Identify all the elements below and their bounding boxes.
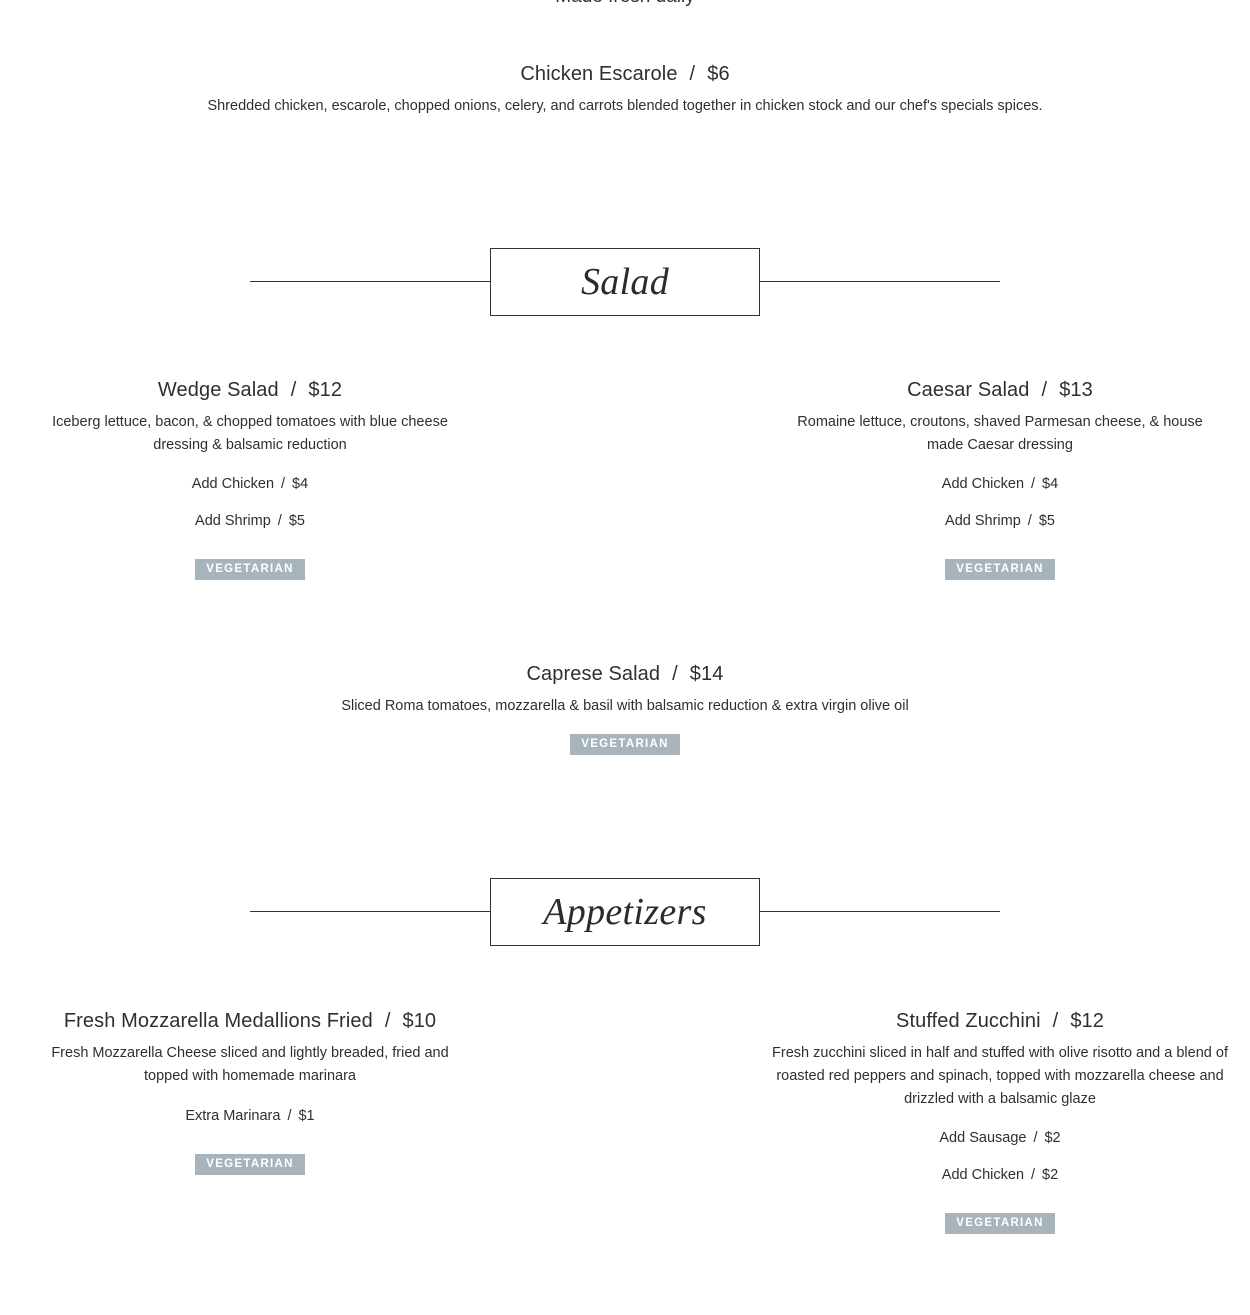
vegetarian-badge: VEGETARIAN <box>195 1154 305 1175</box>
price-separator: / <box>277 513 282 529</box>
price-separator: / <box>1033 1130 1038 1146</box>
header-rule-right <box>760 281 1000 282</box>
addon-name: Add Chicken <box>941 1167 1025 1183</box>
addon-item: Add Sausage / $2 <box>770 1128 1230 1148</box>
item-title: Caesar Salad / $13 <box>780 376 1220 404</box>
item-name: Stuffed Zucchini <box>896 1010 1041 1032</box>
addon-item: Add Chicken / $2 <box>770 1165 1230 1185</box>
item-description: Fresh Mozzarella Cheese sliced and light… <box>51 1045 449 1084</box>
item-description: Shredded chicken, escarole, chopped onio… <box>207 98 1043 114</box>
price-separator: / <box>1041 379 1048 401</box>
section-header-appetizers: Appetizers <box>250 878 1000 946</box>
section-title: Salad <box>580 261 670 303</box>
vegetarian-badge: VEGETARIAN <box>945 1213 1055 1234</box>
addon-price: $2 <box>1042 1167 1059 1183</box>
soup-subtitle: Made fresh daily <box>0 0 1250 8</box>
item-title: Caprese Salad / $14 <box>0 660 1250 688</box>
item-description: Fresh zucchini sliced in half and stuffe… <box>772 1045 1228 1107</box>
addon-price: $2 <box>1044 1130 1061 1146</box>
price-separator: / <box>689 63 696 85</box>
section-title-box: Appetizers <box>490 878 760 946</box>
price-separator: / <box>287 1108 292 1124</box>
item-name: Caprese Salad <box>526 663 661 685</box>
price-separator: / <box>290 379 297 401</box>
price-separator: / <box>672 663 678 685</box>
addon-price: $1 <box>298 1108 315 1124</box>
addon-price: $5 <box>288 513 305 529</box>
menu-item-caesar-salad: Caesar Salad / $13 Romaine lettuce, crouto… <box>780 376 1220 580</box>
addon-name: Add Chicken <box>191 476 275 492</box>
addon-item: Add Shrimp / $5 <box>780 511 1220 531</box>
item-name: Chicken Escarole <box>520 63 678 85</box>
vegetarian-badge: VEGETARIAN <box>945 559 1055 580</box>
item-name: Caesar Salad <box>907 379 1030 401</box>
menu-item-stuffed-zucchini: Stuffed Zucchini / $12 Fresh zucchini slic… <box>770 1007 1230 1234</box>
item-title: Wedge Salad / $12 <box>30 376 470 404</box>
menu-item-mozzarella-medallions: Fresh Mozzarella Medallions Fried / $10 Fr… <box>30 1007 470 1175</box>
item-price: $12 <box>308 379 343 401</box>
addon-name: Add Chicken <box>941 476 1025 492</box>
price-separator: / <box>384 1010 391 1032</box>
item-title: Stuffed Zucchini / $12 <box>770 1007 1230 1035</box>
addon-item: Extra Marinara / $1 <box>30 1106 470 1126</box>
addon-price: $4 <box>1042 476 1059 492</box>
item-description: Sliced Roma tomatoes, mozzarella & basil… <box>341 698 909 714</box>
item-price: $6 <box>707 63 730 85</box>
item-price: $12 <box>1070 1010 1104 1032</box>
addon-item: Add Shrimp / $5 <box>30 511 470 531</box>
addon-item: Add Chicken / $4 <box>30 474 470 494</box>
section-title-box: Salad <box>490 248 760 316</box>
item-price: $10 <box>402 1010 437 1032</box>
vegetarian-badge: VEGETARIAN <box>195 559 305 580</box>
price-separator: / <box>1031 1167 1036 1183</box>
item-name: Fresh Mozzarella Medallions Fried <box>63 1010 373 1032</box>
addon-price: $5 <box>1038 513 1055 529</box>
price-separator: / <box>1027 513 1032 529</box>
price-separator: / <box>1031 476 1036 492</box>
vegetarian-badge: VEGETARIAN <box>570 734 680 755</box>
item-price: $14 <box>689 663 724 685</box>
menu-item-wedge-salad: Wedge Salad / $12 Iceberg lettuce, bacon, … <box>30 376 470 580</box>
addon-name: Add Shrimp <box>945 513 1021 529</box>
item-title: Fresh Mozzarella Medallions Fried / $10 <box>30 1007 470 1035</box>
header-rule-left <box>250 911 490 912</box>
item-description: Romaine lettuce, croutons, shaved Parmes… <box>797 414 1203 453</box>
addon-name: Add Shrimp <box>195 513 271 529</box>
menu-item-caprese-salad: Caprese Salad / $14 Sliced Roma tomatoes, … <box>0 660 1250 755</box>
price-separator: / <box>1052 1010 1059 1032</box>
section-header-salad: Salad <box>250 248 1000 316</box>
addon-item: Add Chicken / $4 <box>780 474 1220 494</box>
item-title: Chicken Escarole / $6 <box>0 60 1250 88</box>
addon-price: $4 <box>292 476 309 492</box>
price-separator: / <box>281 476 286 492</box>
item-price: $13 <box>1059 379 1093 401</box>
header-rule-right <box>760 911 1000 912</box>
section-title: Appetizers <box>543 891 707 933</box>
addon-name: Extra Marinara <box>185 1108 281 1124</box>
addon-name: Add Sausage <box>939 1130 1027 1146</box>
item-name: Wedge Salad <box>157 379 279 401</box>
menu-item-chicken-escarole: Chicken Escarole / $6 Shredded chicken, es… <box>0 60 1250 118</box>
header-rule-left <box>250 281 490 282</box>
item-description: Iceberg lettuce, bacon, & chopped tomato… <box>52 414 448 453</box>
